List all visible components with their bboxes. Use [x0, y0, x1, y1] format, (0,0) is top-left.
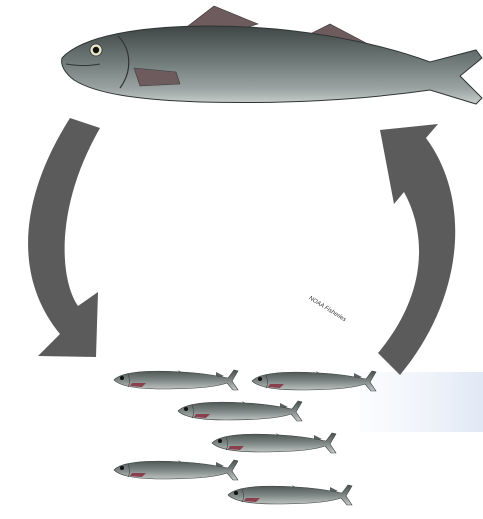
curved-arrow-up-icon — [378, 124, 455, 375]
juvenile-fish — [228, 485, 352, 505]
juvenile-fish — [212, 433, 336, 453]
juvenile-fish — [252, 371, 376, 391]
juvenile-fish-school — [114, 370, 376, 505]
juvenile-fish — [114, 460, 238, 480]
credit-text: NOAA Fisheries — [307, 295, 346, 323]
juvenile-fish — [178, 401, 302, 421]
adult-fish — [62, 6, 482, 104]
juvenile-fish — [114, 370, 238, 390]
curved-arrow-down-icon — [28, 118, 100, 357]
background-glare — [360, 372, 483, 432]
